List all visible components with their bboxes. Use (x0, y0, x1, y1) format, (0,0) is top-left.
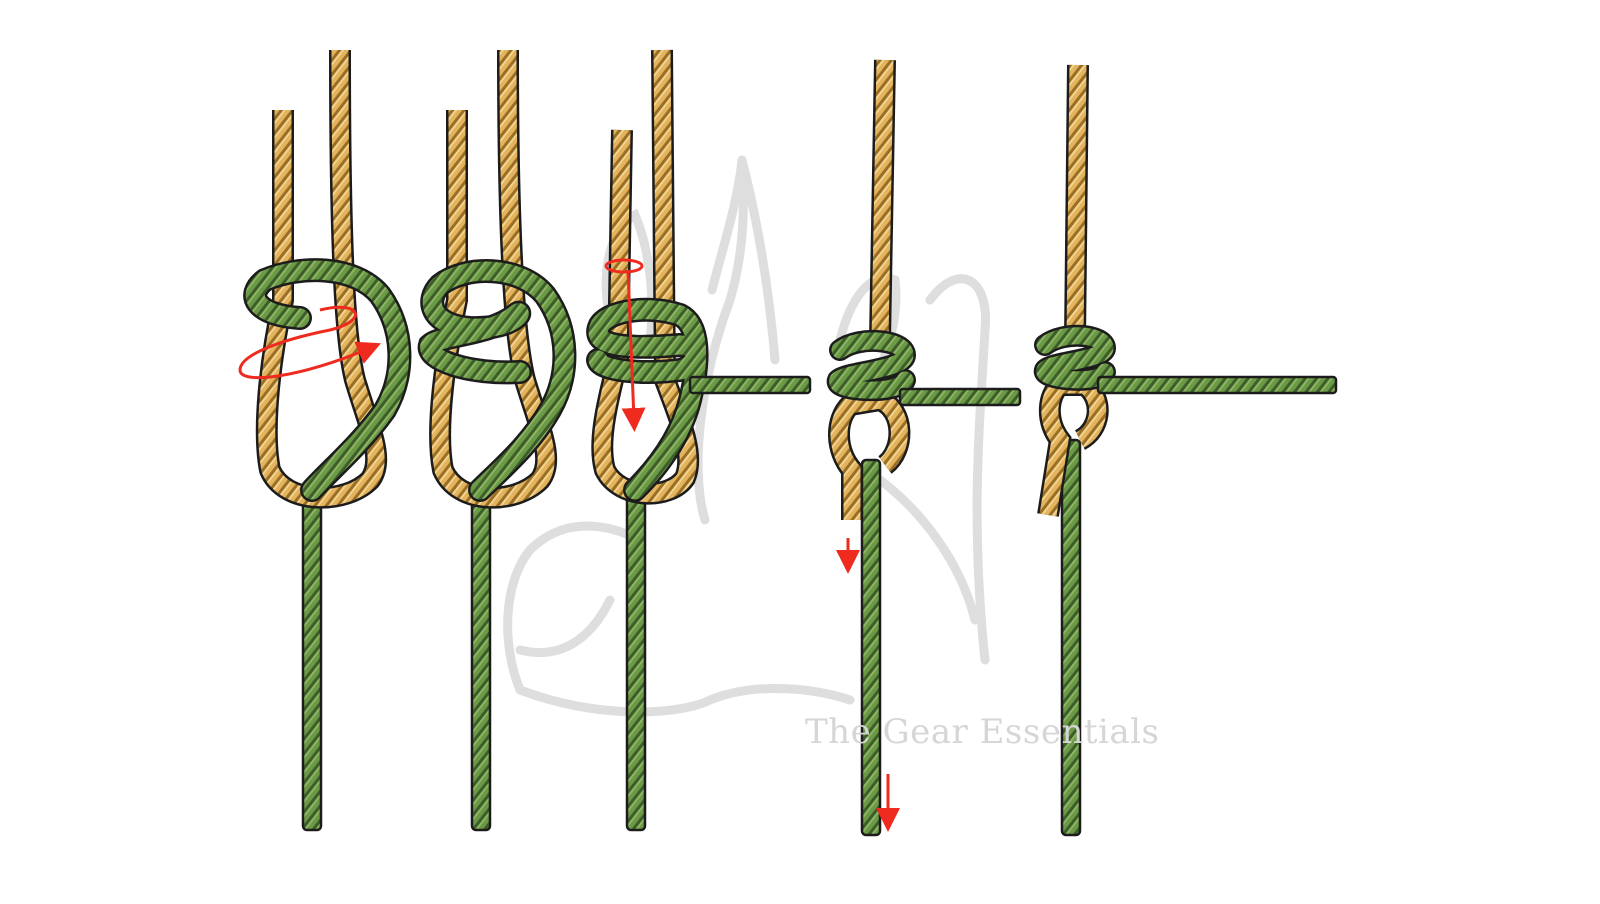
green-rope-tail (1096, 375, 1338, 395)
step-4 (827, 59, 1022, 837)
green-rope-standing (301, 493, 323, 832)
arrow-loop-icon (604, 258, 644, 274)
arrow-icon (621, 269, 646, 432)
green-rope-standing (1060, 438, 1082, 837)
step-3 (586, 49, 812, 832)
green-rope-standing (625, 493, 647, 832)
green-rope-tail (688, 375, 812, 395)
arrow-icon (238, 305, 382, 380)
green-rope-tail (898, 387, 1022, 407)
watermark-text: The Gear Essentials (805, 712, 1160, 752)
green-rope-standing (470, 493, 492, 832)
green-rope-standing (860, 458, 882, 837)
step-2 (417, 49, 577, 832)
step-1 (238, 49, 412, 832)
bear-paw-logo-icon (503, 155, 991, 717)
step-5 (1034, 64, 1338, 837)
